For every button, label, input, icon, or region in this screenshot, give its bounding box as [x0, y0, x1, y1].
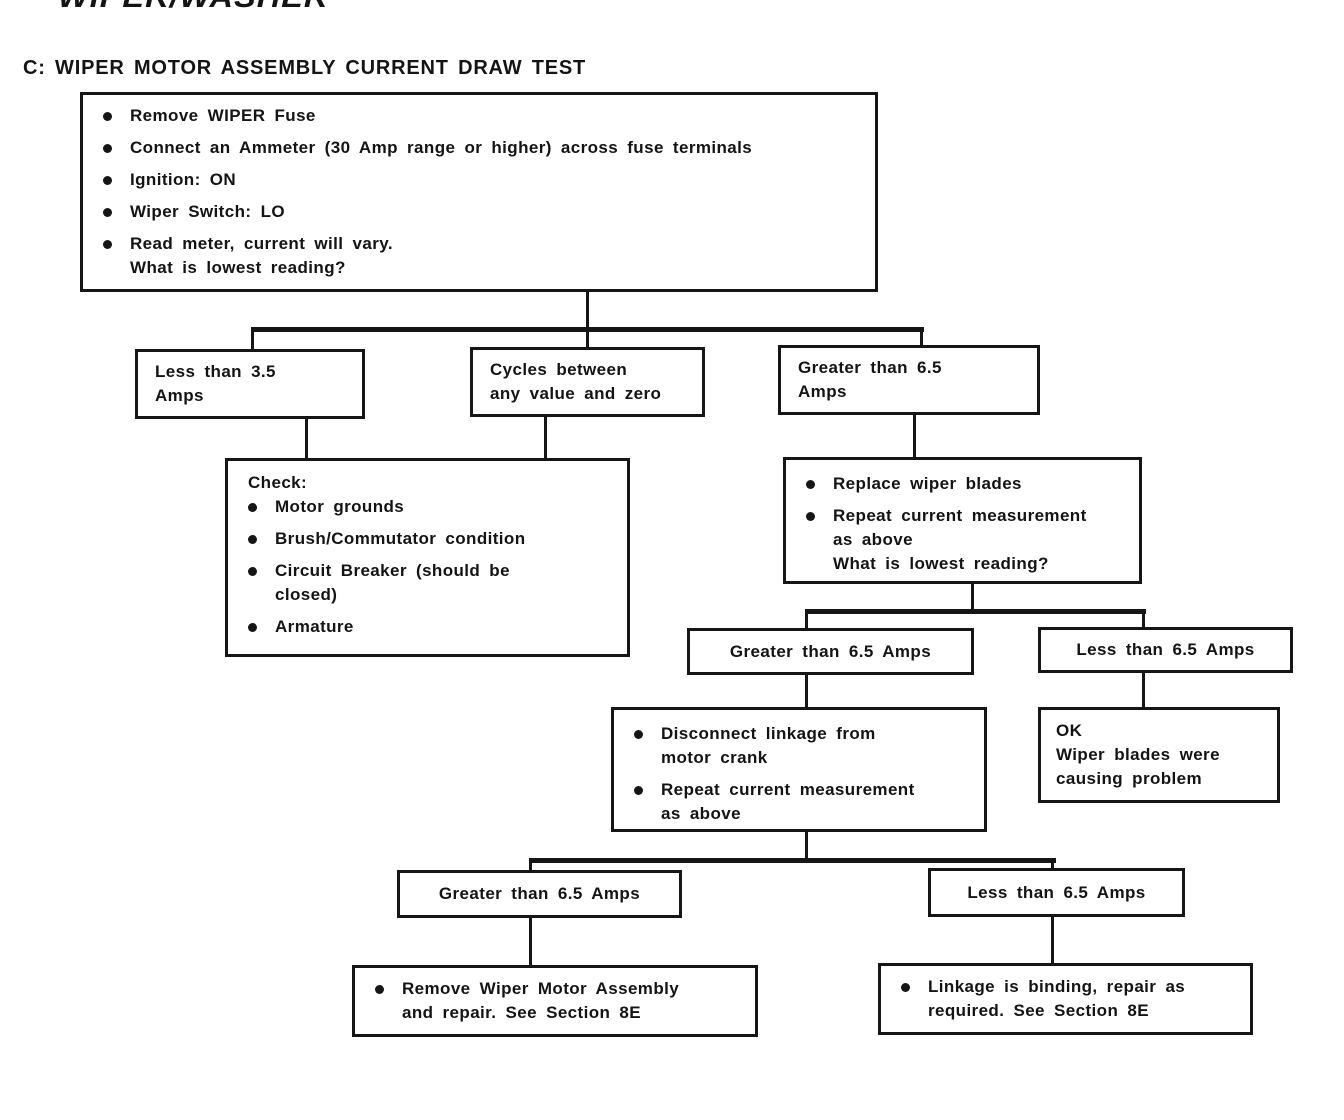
connector-line [586, 290, 589, 332]
replace-blades-box: Replace wiper blades Repeat current meas… [783, 457, 1142, 584]
branch-cycles-between: Cycles between any value and zero [470, 347, 705, 417]
connector-line [805, 609, 1146, 614]
bullet-item: Disconnect linkage from motor crank [614, 722, 984, 770]
connector-line [1142, 671, 1145, 709]
disconnect-linkage-box: Disconnect linkage from motor crank Repe… [611, 707, 987, 832]
connector-line [529, 858, 1056, 863]
final-greater-than-6-5-amps: Greater than 6.5 Amps [397, 870, 682, 918]
final-less-than-6-5-amps: Less than 6.5 Amps [928, 868, 1185, 917]
connector-line [971, 582, 974, 612]
connector-line [913, 413, 916, 459]
bullet-item: Connect an Ammeter (30 Amp range or high… [83, 136, 875, 160]
section-heading: C: WIPER MOTOR ASSEMBLY CURRENT DRAW TES… [23, 57, 587, 79]
check-box: Check: Motor grounds Brush/Commutator co… [225, 458, 630, 657]
connector-line [1051, 915, 1054, 965]
branch-greater-than-6-5-amps: Greater than 6.5 Amps [778, 345, 1040, 415]
bullet-item: Read meter, current will vary. What is l… [83, 232, 875, 280]
bullet-item: Circuit Breaker (should be closed) [228, 559, 575, 607]
bullet-item: Brush/Commutator condition [228, 527, 627, 551]
bullet-item: Repeat current measurement as above [614, 778, 984, 826]
bullet-item: Repeat current measurement as above What… [786, 504, 1139, 576]
connector-line [805, 830, 808, 862]
recheck-greater-than-6-5-amps: Greater than 6.5 Amps [687, 628, 974, 675]
branch-less-than-3-5-amps: Less than 3.5 Amps [135, 349, 365, 419]
connector-line [305, 417, 308, 460]
connector-line [544, 415, 547, 460]
repair-linkage-box: Linkage is binding, repair as required. … [878, 963, 1253, 1035]
replace-bullet-list: Replace wiper blades Repeat current meas… [786, 472, 1139, 576]
bullet-item: Ignition: ON [83, 168, 875, 192]
bullet-item: Remove WIPER Fuse [83, 104, 875, 128]
start-bullet-list: Remove WIPER Fuse Connect an Ammeter (30… [83, 104, 875, 280]
bullet-item: Wiper Switch: LO [83, 200, 875, 224]
repair-linkage-bullet-list: Linkage is binding, repair as required. … [881, 975, 1250, 1023]
connector-line [1142, 609, 1145, 629]
bullet-item: Remove Wiper Motor Assembly and repair. … [355, 977, 755, 1025]
page-header-clipped: WIPER/WASHER [58, 0, 328, 15]
recheck-less-than-6-5-amps: Less than 6.5 Amps [1038, 627, 1293, 673]
bullet-item: Replace wiper blades [786, 472, 1139, 496]
connector-line [251, 327, 254, 352]
bullet-item: Motor grounds [228, 495, 627, 519]
check-title: Check: [248, 473, 308, 492]
disconnect-bullet-list: Disconnect linkage from motor crank Repe… [614, 722, 984, 826]
check-bullet-list: Motor grounds Brush/Commutator condition… [228, 495, 627, 639]
repair-motor-box: Remove Wiper Motor Assembly and repair. … [352, 965, 758, 1037]
repair-motor-bullet-list: Remove Wiper Motor Assembly and repair. … [355, 977, 755, 1025]
bullet-item: Linkage is binding, repair as required. … [881, 975, 1250, 1023]
bullet-item: Armature [228, 615, 627, 639]
connector-line [529, 916, 532, 967]
connector-line [805, 673, 808, 710]
start-box: Remove WIPER Fuse Connect an Ammeter (30… [80, 92, 878, 292]
connector-line [586, 330, 589, 350]
connector-line [1051, 858, 1054, 872]
connector-line [529, 858, 532, 874]
connector-line [805, 609, 808, 630]
connector-line [251, 327, 924, 332]
connector-line [920, 330, 923, 348]
ok-result-box: OK Wiper blades were causing problem [1038, 707, 1280, 803]
